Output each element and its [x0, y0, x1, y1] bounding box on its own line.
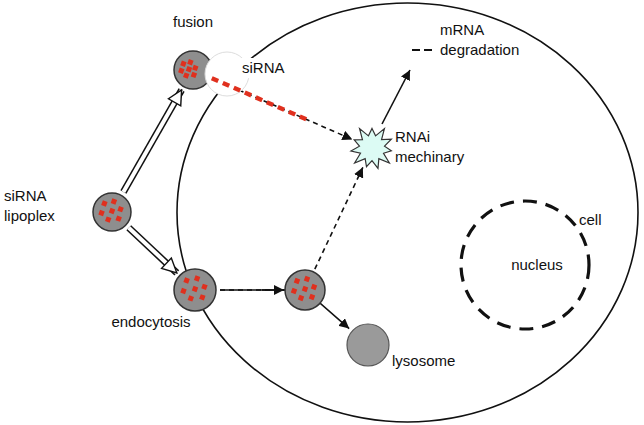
- lipoplex-circle: [93, 193, 131, 231]
- node-label: endocytosis: [101, 312, 201, 332]
- edge-label: siRNA: [240, 58, 287, 78]
- sirna-square: [311, 284, 317, 290]
- sirna-square: [115, 215, 121, 221]
- node-shape: [349, 125, 395, 171]
- sirna-dash: [299, 115, 307, 122]
- node-shape: [346, 323, 390, 367]
- sirna-square: [191, 72, 197, 78]
- sirna-square: [302, 286, 308, 292]
- lysosome-circle: lysosome: [346, 323, 390, 367]
- arrow-line: [220, 167, 363, 290]
- star-burst: [351, 128, 391, 168]
- node-shape: [173, 50, 213, 90]
- sirna-square: [188, 295, 194, 301]
- arrow-line: [214, 79, 352, 139]
- sirna-dash: [255, 95, 263, 102]
- connector: [123, 90, 181, 192]
- sirna-dash: [211, 76, 219, 83]
- sirna-square: [117, 206, 123, 212]
- sirna-square: [186, 66, 192, 72]
- sirna-square: [192, 65, 198, 71]
- arrow-outline: [123, 90, 181, 192]
- sirna-cargo: [180, 275, 207, 301]
- sirna-fragments: [291, 276, 317, 301]
- node-label: nucleus: [459, 199, 615, 331]
- lipoplex-circle: [174, 269, 216, 311]
- degraded-mrna-dashes: [412, 49, 434, 51]
- sirna-square: [180, 60, 186, 66]
- connector: [129, 228, 177, 273]
- node-label: siRNA lipoplex: [4, 186, 68, 227]
- sirna-square: [178, 67, 184, 73]
- node-label: lysosome: [392, 351, 455, 371]
- sirna-square: [105, 216, 111, 222]
- endosome-circle: [285, 270, 325, 310]
- sirna-square: [298, 295, 304, 301]
- arrow-line: [123, 90, 181, 192]
- node-shape: [173, 268, 217, 312]
- sirna-square: [98, 210, 104, 216]
- connector: [214, 79, 352, 139]
- node-label: RNAi mechinary: [395, 127, 475, 168]
- sirna-dash: [222, 81, 230, 88]
- sirna-cargo: [98, 198, 123, 223]
- degradation-arrow: [382, 70, 410, 124]
- sirna-square: [183, 72, 189, 78]
- sirna-lipoplex: siRNA lipoplex: [92, 192, 132, 232]
- sirna-square: [304, 276, 310, 282]
- rnai-machinery-star: RNAi mechinary: [349, 125, 395, 171]
- cell-outline: [177, 3, 638, 422]
- sirna-dash: [244, 91, 252, 98]
- arrow-outline: [129, 228, 177, 273]
- sirna-dash: [288, 110, 296, 117]
- connector: [220, 167, 363, 290]
- sirna-square: [183, 277, 189, 283]
- fusing-lipoplex: fusion: [173, 50, 213, 90]
- sirna-square: [111, 198, 117, 204]
- sirna-dash: [266, 100, 274, 107]
- sirna-square: [109, 208, 115, 214]
- node-label: cell: [579, 210, 602, 230]
- arrow-line: [129, 228, 177, 273]
- sirna-square: [201, 284, 207, 290]
- sirna-square: [187, 59, 193, 65]
- node-label: fusion: [143, 12, 243, 32]
- node-shape: [92, 192, 132, 232]
- sirna-dash: [277, 105, 285, 112]
- sirna-square: [199, 294, 205, 300]
- sirna-square: [192, 286, 198, 292]
- sirna-dash: [233, 86, 241, 93]
- nucleus-circle: nucleus: [459, 199, 615, 331]
- sirna-square: [180, 288, 186, 294]
- sirna-square: [309, 294, 315, 300]
- connector: [220, 290, 349, 329]
- endosome-entry-arrow: [262, 289, 284, 291]
- process-label: mRNA degradation: [440, 20, 530, 61]
- arrow-line: [220, 290, 349, 329]
- sirna-square: [291, 288, 297, 294]
- sirna-square: [101, 200, 107, 206]
- endocytosed-lipoplex: endocytosis: [173, 268, 217, 312]
- sirna-square: [194, 275, 200, 281]
- lysosome-body: [347, 324, 389, 366]
- sirna-square: [294, 278, 300, 284]
